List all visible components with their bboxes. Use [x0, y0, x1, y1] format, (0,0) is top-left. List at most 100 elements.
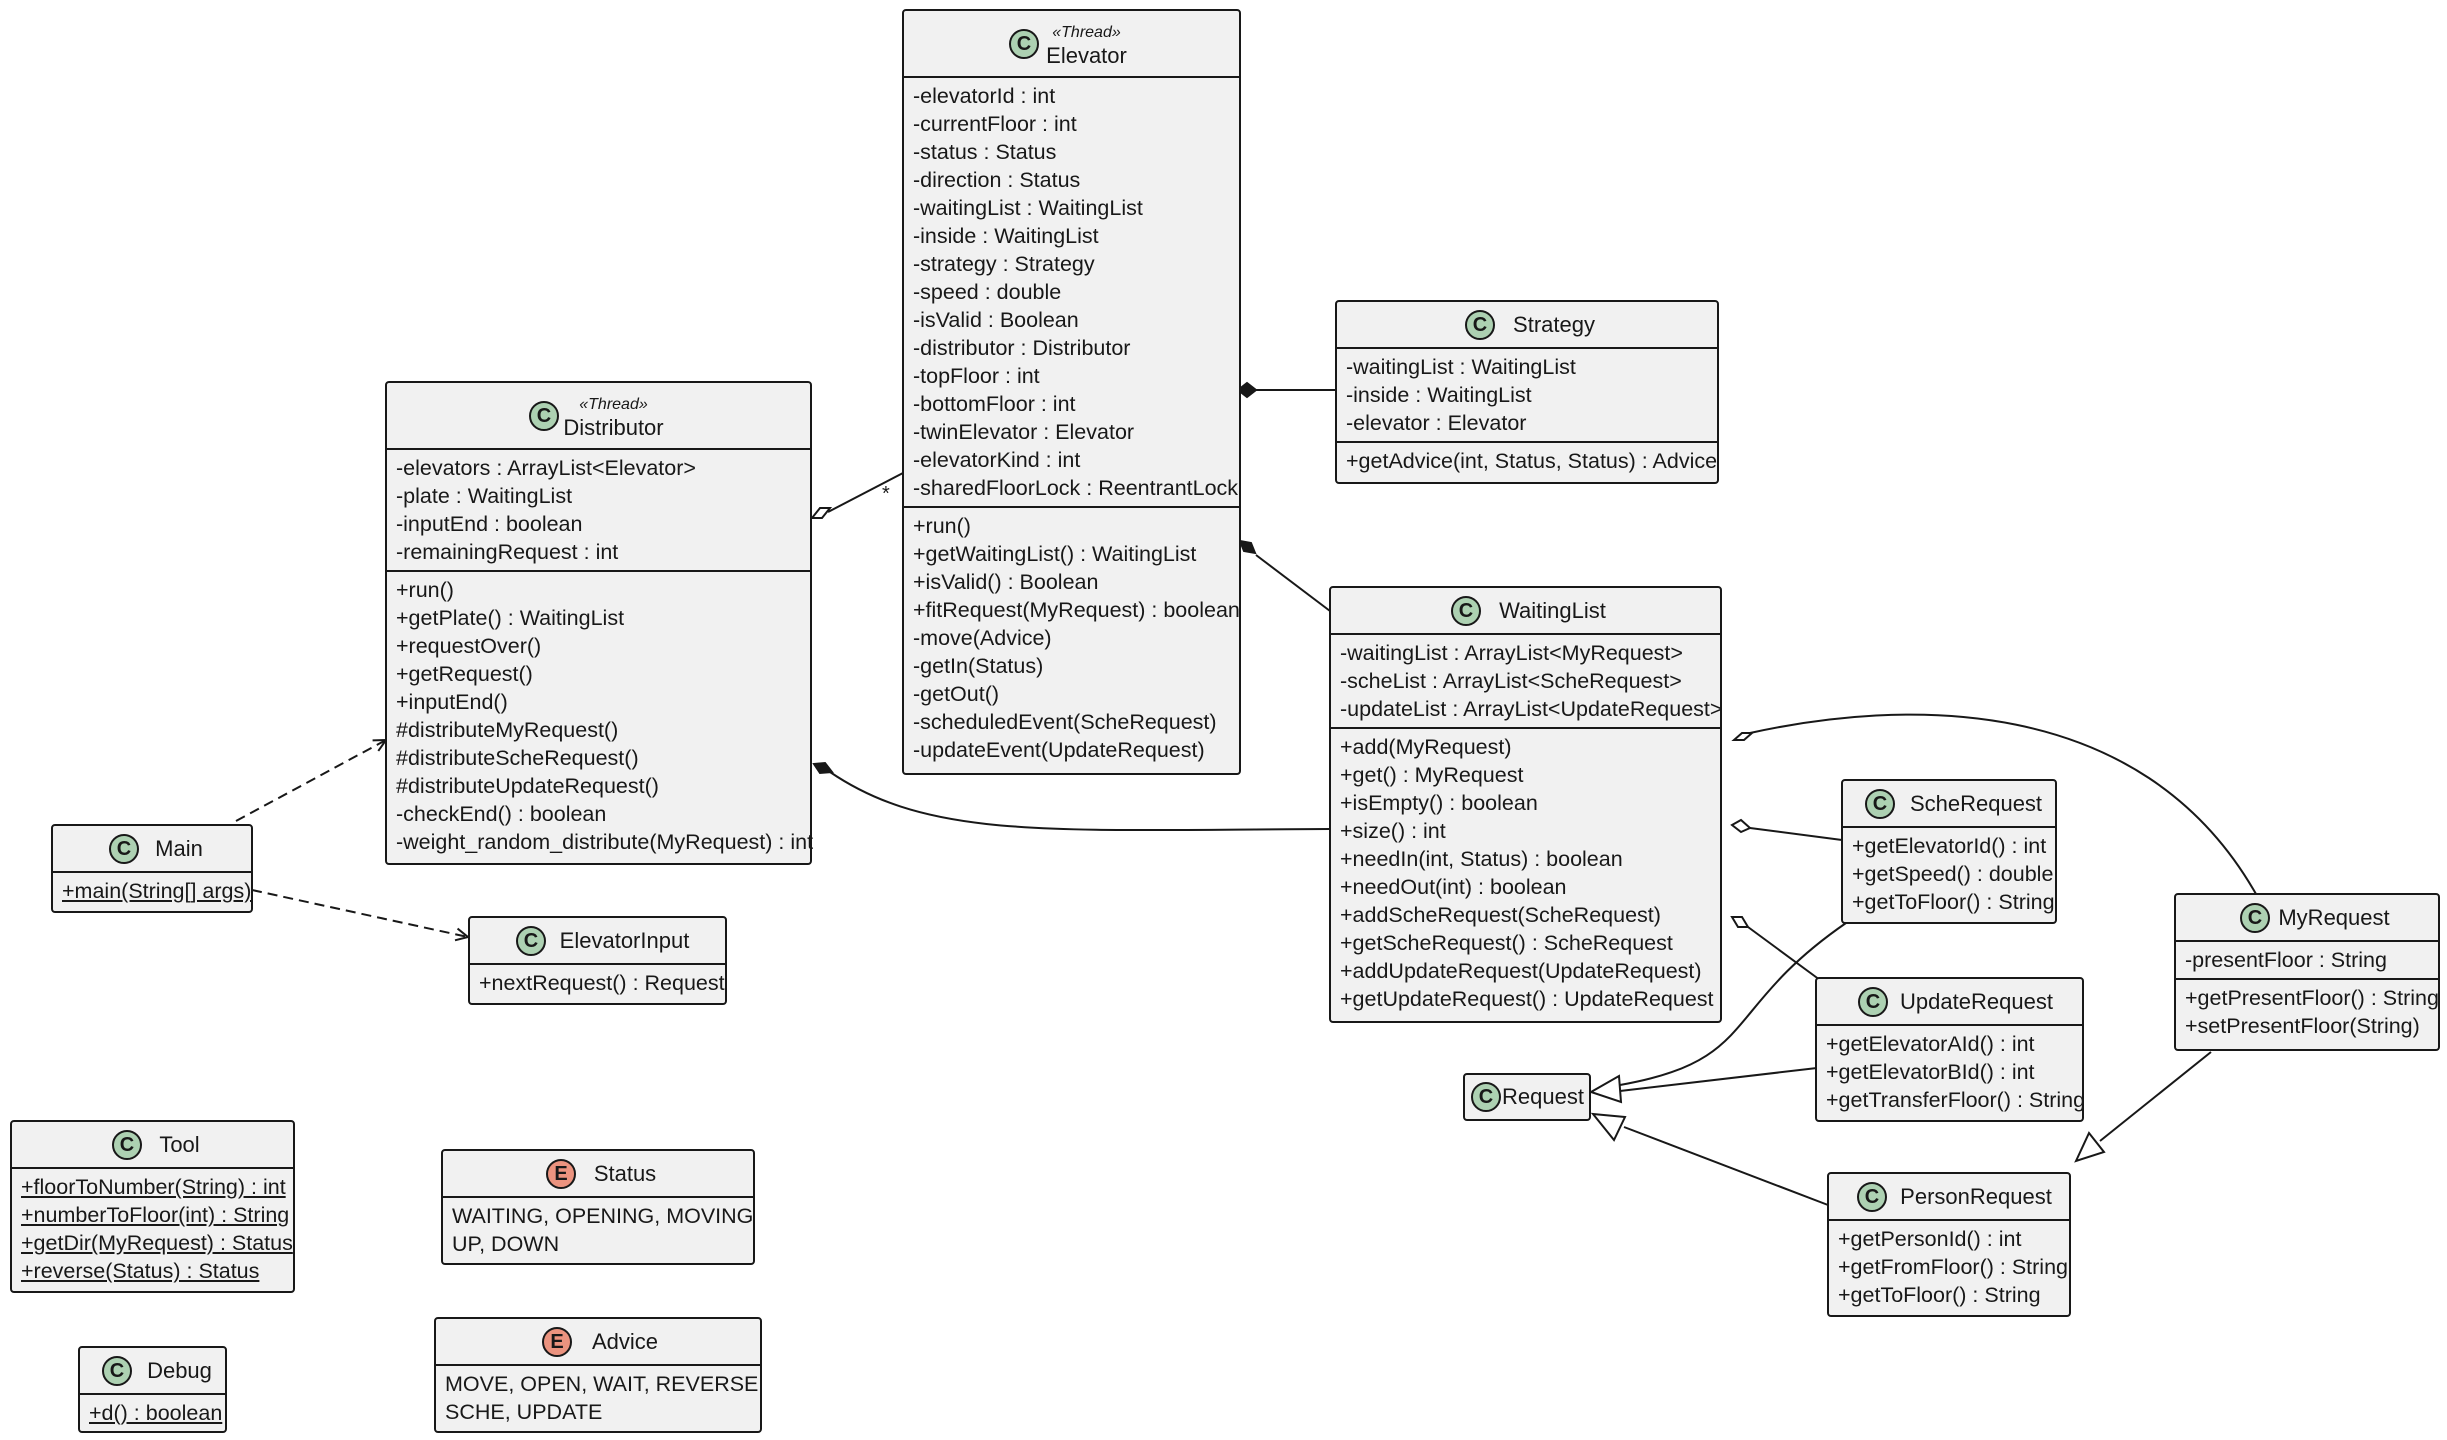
aggregation-diamond-distributor [809, 507, 833, 519]
class-stereotype: «Thread» [579, 396, 648, 413]
method-list: +getPresentFloor() : String +setPresentF… [2176, 980, 2439, 1044]
field: -inside : WaitingList [913, 224, 1099, 248]
class-waitinglist[interactable]: C WaitingList -waitingList : ArrayList<M… [1329, 586, 1722, 1023]
class-main[interactable]: C Main +main(String[] args) [51, 824, 253, 913]
aggregation-diamond-waitinglist-updaterequest [1730, 916, 1750, 928]
class-badge-icon: C [1857, 1182, 1887, 1212]
class-badge-icon: C [102, 1356, 132, 1386]
method: -checkEnd() : boolean [396, 802, 607, 826]
field: -presentFloor : String [2185, 948, 2387, 972]
aggregation-diamond-waitinglist-myrequest [1731, 732, 1755, 741]
class-name: Debug [147, 1358, 212, 1383]
method: #distributeScheRequest() [396, 746, 639, 770]
field: -inside : WaitingList [1346, 383, 1532, 407]
method: +getSpeed() : double [1852, 862, 2054, 886]
method: +needIn(int, Status) : boolean [1340, 847, 1623, 871]
enum-value: MOVE, OPEN, WAIT, REVERSE [445, 1372, 759, 1396]
enum-advice[interactable]: E Advice MOVE, OPEN, WAIT, REVERSE SCHE,… [434, 1317, 762, 1433]
enum-badge-icon: E [546, 1159, 576, 1189]
method: +requestOver() [396, 634, 542, 658]
field: -plate : WaitingList [396, 484, 573, 508]
class-stereotype: «Thread» [1052, 24, 1121, 41]
method-list: +getElevatorId() : int +getSpeed() : dou… [1843, 828, 2055, 920]
method: +setPresentFloor(String) [2185, 1014, 2420, 1038]
method: +needOut(int) : boolean [1340, 875, 1567, 899]
inheritance-arrow-request-2 [1590, 1112, 1627, 1142]
edge-main-distributor [235, 740, 386, 822]
class-updaterequest[interactable]: C UpdateRequest +getElevatorAId() : int … [1815, 977, 2085, 1122]
field: -status : Status [913, 140, 1057, 164]
class-name: MyRequest [2278, 905, 2390, 930]
method: +getUpdateRequest() : UpdateRequest [1340, 987, 1714, 1011]
field: -isValid : Boolean [913, 308, 1079, 332]
enum-value: WAITING, OPENING, MOVING [452, 1204, 754, 1228]
method: +fitRequest(MyRequest) : boolean [913, 598, 1240, 622]
edge-updaterequest-request [1619, 1067, 1818, 1092]
method: +numberToFloor(int) : String [21, 1203, 290, 1227]
class-name: ScheRequest [1909, 791, 2043, 816]
method: +getRequest() [396, 662, 533, 686]
method-list: +add(MyRequest) +get() : MyRequest +isEm… [1331, 729, 1720, 1017]
class-name: ElevatorInput [559, 928, 690, 953]
method: +getWaitingList() : WaitingList [913, 542, 1197, 566]
edge-main-elevatorinput [251, 889, 468, 937]
edge-waitinglist-scherequest [1749, 827, 1843, 841]
class-name: Distributor [563, 415, 664, 440]
method: +getPresentFloor() : String [2185, 986, 2439, 1010]
class-strategy[interactable]: C Strategy -waitingList : WaitingList -i… [1335, 300, 1719, 484]
class-name: PersonRequest [1900, 1184, 2052, 1209]
method: +getFromFloor() : String [1838, 1255, 2068, 1279]
enum-status[interactable]: E Status WAITING, OPENING, MOVING UP, DO… [441, 1149, 755, 1265]
edge-waitinglist-updaterequest [1747, 926, 1821, 981]
method: -scheduledEvent(ScheRequest) [913, 710, 1217, 734]
enum-badge-icon: E [542, 1327, 572, 1357]
enum-name: Status [593, 1161, 657, 1186]
method: +inputEnd() [396, 690, 508, 714]
method: -weight_random_distribute(MyRequest) : i… [396, 830, 814, 854]
method: +getAdvice(int, Status, Status) : Advice [1346, 449, 1718, 473]
edge-scherequest-request [1619, 922, 1847, 1086]
method: +size() : int [1340, 819, 1446, 843]
method: +getElevatorBId() : int [1826, 1060, 2035, 1084]
enum-name: Advice [591, 1329, 659, 1354]
method: -move(Advice) [913, 626, 1052, 650]
enum-values: MOVE, OPEN, WAIT, REVERSE SCHE, UPDATE [436, 1366, 760, 1430]
method-list: +main(String[] args) [53, 873, 251, 909]
method: -getOut() [913, 682, 1000, 706]
edge-personrequest-request [1623, 1126, 1829, 1206]
composition-diamond-elevator-waitinglist [1238, 539, 1257, 555]
field: -waitingList : WaitingList [1346, 355, 1576, 379]
class-personrequest[interactable]: C PersonRequest +getPersonId() : int +ge… [1827, 1172, 2071, 1317]
field: -scheList : ArrayList<ScheRequest> [1340, 669, 1682, 693]
method: #distributeMyRequest() [396, 718, 619, 742]
class-debug[interactable]: C Debug +d() : boolean [78, 1346, 227, 1433]
inheritance-arrow-personrequest [2074, 1131, 2106, 1163]
class-badge-icon: C [1471, 1082, 1501, 1112]
class-elevatorinput[interactable]: C ElevatorInput +nextRequest() : Request [468, 916, 727, 1005]
method: +run() [396, 578, 454, 602]
class-myrequest[interactable]: C MyRequest -presentFloor : String +getP… [2174, 893, 2440, 1051]
field: -waitingList : ArrayList<MyRequest> [1340, 641, 1683, 665]
class-name: WaitingList [1499, 598, 1606, 623]
method: +main(String[] args) [62, 879, 252, 903]
method: -updateEvent(UpdateRequest) [913, 738, 1205, 762]
class-distributor[interactable]: C «Thread» Distributor -elevators : Arra… [385, 381, 814, 865]
field: -sharedFloorLock : ReentrantLock [913, 476, 1239, 500]
field-list: -elevators : ArrayList<Elevator> -plate … [387, 450, 810, 570]
method: +add(MyRequest) [1340, 735, 1512, 759]
class-badge-icon: C [112, 1130, 142, 1160]
class-badge-icon: C [2240, 903, 2270, 933]
method-list: +getAdvice(int, Status, Status) : Advice [1337, 443, 1717, 479]
method: +reverse(Status) : Status [21, 1259, 260, 1283]
edge-waitinglist-myrequest [1749, 713, 2257, 895]
class-tool[interactable]: C Tool +floorToNumber(String) : int +num… [10, 1120, 295, 1293]
class-elevator[interactable]: C «Thread» Elevator -elevatorId : int -c… [902, 9, 1241, 775]
method-list: +nextRequest() : Request [470, 965, 725, 1001]
enum-value: UP, DOWN [452, 1232, 560, 1256]
class-badge-icon: C [109, 834, 139, 864]
class-scherequest[interactable]: C ScheRequest +getElevatorId() : int +ge… [1841, 779, 2057, 924]
method-list: +getElevatorAId() : int +getElevatorBId(… [1817, 1026, 2085, 1118]
class-request[interactable]: C Request [1463, 1073, 1591, 1121]
field: -elevatorId : int [913, 84, 1056, 108]
multiplicity-label: * [882, 483, 890, 505]
